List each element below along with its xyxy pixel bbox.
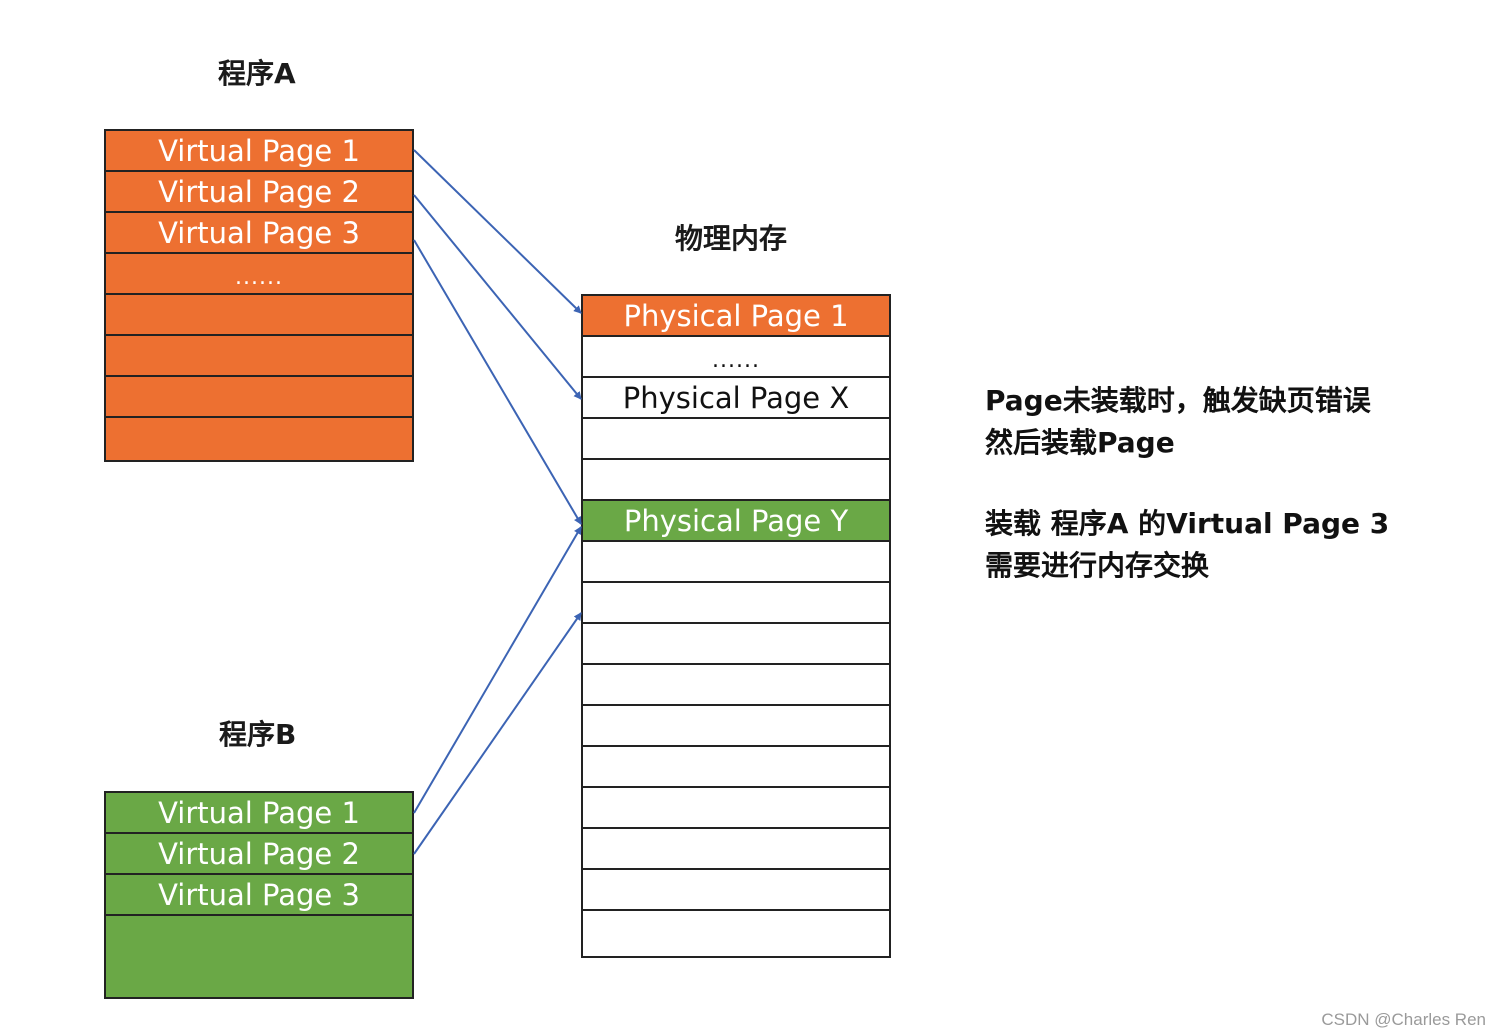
- physical-page: Physical Page 1: [583, 296, 889, 337]
- physical-page: [583, 665, 889, 706]
- physical-memory-title: 物理内存: [675, 222, 788, 255]
- program-a-page: [106, 336, 412, 377]
- physical-page: [583, 747, 889, 788]
- physical-page: Physical Page Y: [583, 501, 889, 542]
- physical-page: [583, 460, 889, 501]
- note-page-fault: Page未装载时，触发缺页错误 然后装载Page: [985, 380, 1371, 464]
- watermark: CSDN @Charles Ren: [1321, 1010, 1486, 1029]
- physical-memory-pages: Physical Page 1 ...... Physical Page X P…: [581, 294, 891, 958]
- note-line: 装载 程序A 的Virtual Page 3: [985, 507, 1390, 540]
- note-line: 然后装载Page: [985, 426, 1175, 459]
- note-line: Page未装载时，触发缺页错误: [985, 384, 1371, 417]
- physical-page: [583, 911, 889, 952]
- program-b-title: 程序B: [219, 718, 297, 751]
- arrow-a3-to-physical-y: [413, 239, 582, 525]
- physical-page: [583, 829, 889, 870]
- physical-page: Physical Page X: [583, 378, 889, 419]
- program-a-page: Virtual Page 3: [106, 213, 412, 254]
- physical-page: [583, 870, 889, 911]
- program-a-title: 程序A: [218, 57, 296, 90]
- program-a-page: [106, 418, 412, 460]
- arrow-b2-to-physical-page: [413, 612, 582, 855]
- arrow-a2-to-physical-x: [413, 194, 582, 400]
- program-b-page: [106, 916, 412, 997]
- note-line: 需要进行内存交换: [985, 549, 1210, 582]
- physical-page: [583, 624, 889, 665]
- program-b-page: Virtual Page 2: [106, 834, 412, 875]
- physical-page: [583, 706, 889, 747]
- program-a-pages: Virtual Page 1 Virtual Page 2 Virtual Pa…: [104, 129, 414, 462]
- program-a-page: Virtual Page 1: [106, 131, 412, 172]
- program-b-pages: Virtual Page 1 Virtual Page 2 Virtual Pa…: [104, 791, 414, 999]
- arrow-b1-to-physical-y: [413, 526, 582, 814]
- program-a-page: Virtual Page 2: [106, 172, 412, 213]
- arrow-a1-to-physical-1: [413, 149, 582, 314]
- physical-page: [583, 542, 889, 583]
- physical-page: [583, 788, 889, 829]
- note-memory-swap: 装载 程序A 的Virtual Page 3 需要进行内存交换: [985, 503, 1389, 587]
- program-a-page: [106, 377, 412, 418]
- physical-page: [583, 419, 889, 460]
- physical-page-ellipsis: ......: [583, 337, 889, 378]
- program-a-page-ellipsis: ......: [106, 254, 412, 295]
- program-b-page: Virtual Page 1: [106, 793, 412, 834]
- physical-page: [583, 583, 889, 624]
- program-b-page: Virtual Page 3: [106, 875, 412, 916]
- program-a-page: [106, 295, 412, 336]
